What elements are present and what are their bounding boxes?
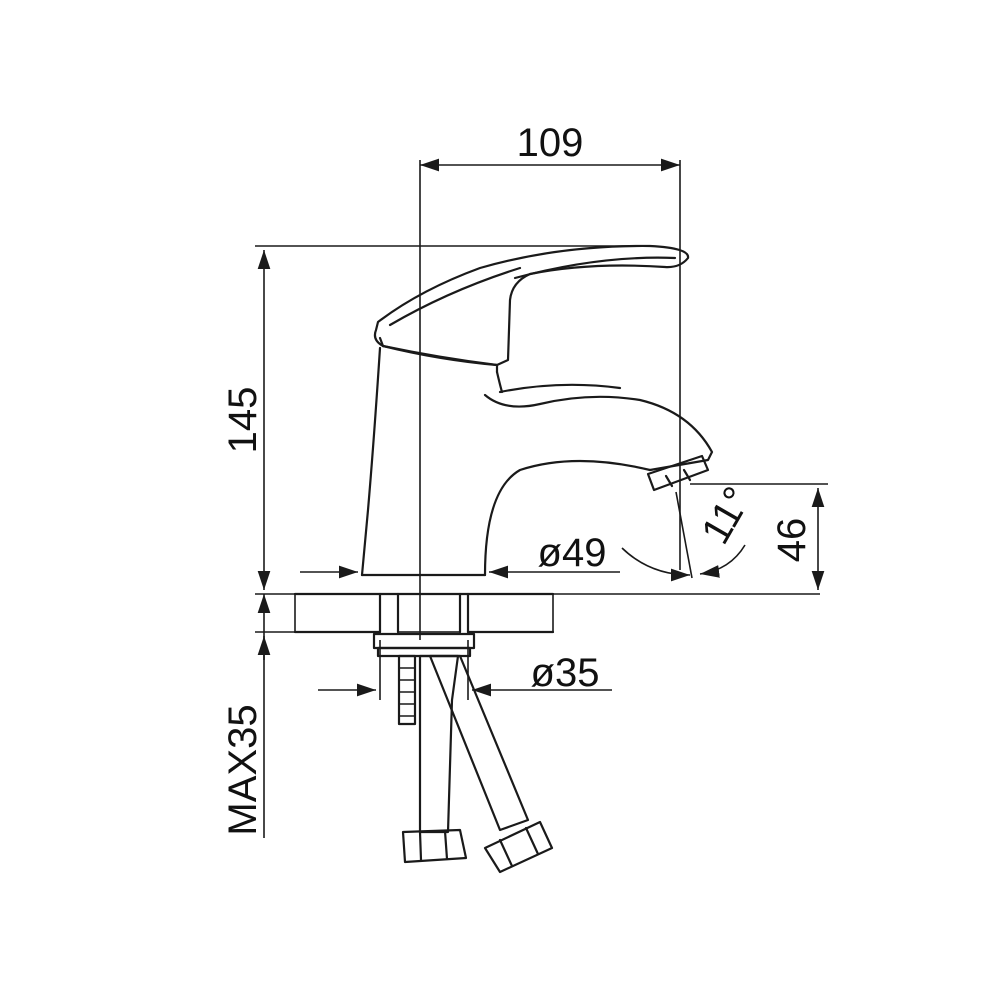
dimension-label-top-width: 109 [517, 121, 584, 165]
braided-hoses [418, 654, 530, 834]
dimension-total-height: 145 [221, 245, 820, 595]
faucet-body [360, 336, 652, 577]
dimension-angle: 11° [621, 480, 760, 582]
dimension-label-spout-height: 46 [770, 518, 814, 563]
spout [483, 383, 714, 492]
hose-nuts [401, 820, 554, 874]
dimension-label-total-height: 145 [221, 387, 265, 454]
handle-lever [373, 244, 690, 367]
dimension-label-hole-diameter: ø35 [531, 651, 600, 695]
dimension-label-base-diameter: ø49 [538, 531, 607, 575]
countertop-section [293, 592, 555, 658]
dimension-top-width: 109 [420, 121, 681, 570]
dimension-max-thickness: MAX35 [221, 594, 300, 838]
dimension-base-diameter: ø49 [300, 531, 620, 579]
dimension-hole-diameter: ø35 [318, 640, 612, 700]
dimension-label-angle: 11° [693, 480, 760, 552]
dimension-spout-height: 46 [690, 483, 828, 590]
mounting-stud [397, 654, 417, 726]
dimension-label-max-thickness: MAX35 [221, 704, 265, 835]
